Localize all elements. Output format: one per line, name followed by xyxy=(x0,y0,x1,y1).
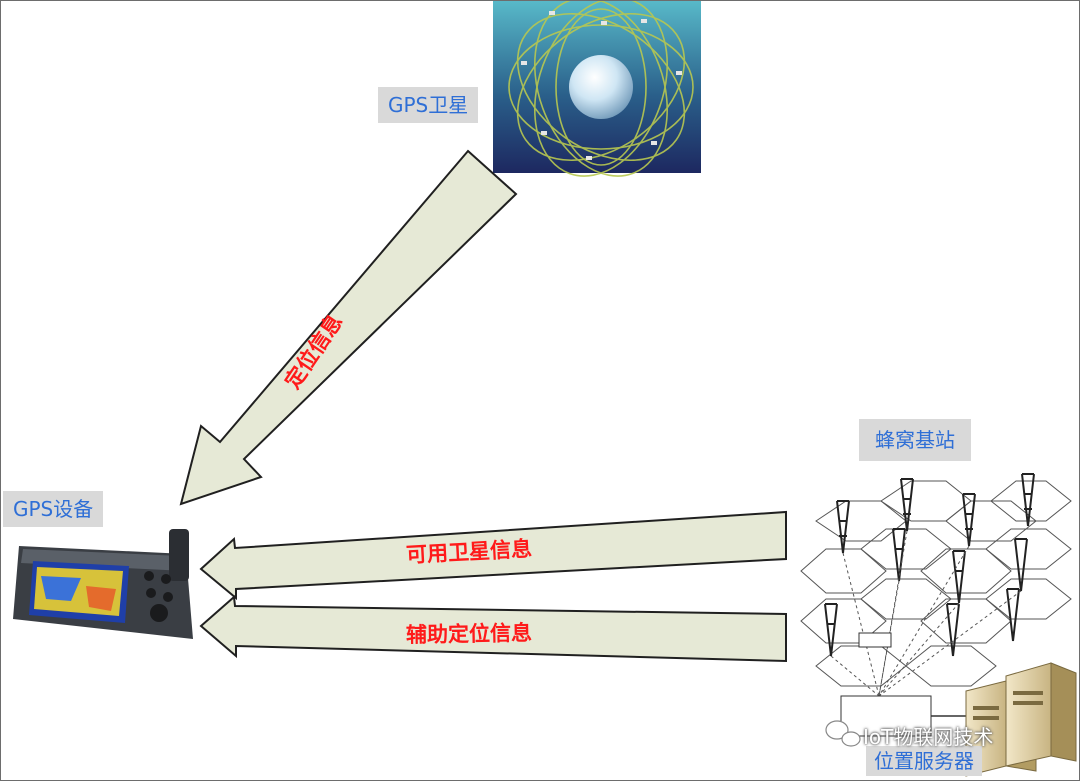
location-server-label: 位置服务器 xyxy=(866,746,982,776)
wechat-icon xyxy=(825,720,861,747)
gps-device-label: GPS设备 xyxy=(3,491,104,527)
cell-station-label: 蜂窝基站 xyxy=(859,419,971,461)
gps-satellite-label: GPS卫星 xyxy=(378,87,479,123)
available-satellite-arrow xyxy=(199,510,787,601)
gps-satellite-image xyxy=(493,1,701,177)
gps-device-image xyxy=(13,529,193,639)
positioning-arrow xyxy=(179,149,518,506)
cellular-grid-image xyxy=(800,473,1072,737)
location-server-image xyxy=(965,662,1077,777)
watermark-text: IoT物联网技术 xyxy=(863,725,994,749)
assisted-positioning-arrow xyxy=(199,594,787,663)
assisted-positioning-arrow-label: 辅助定位信息 xyxy=(405,620,533,648)
